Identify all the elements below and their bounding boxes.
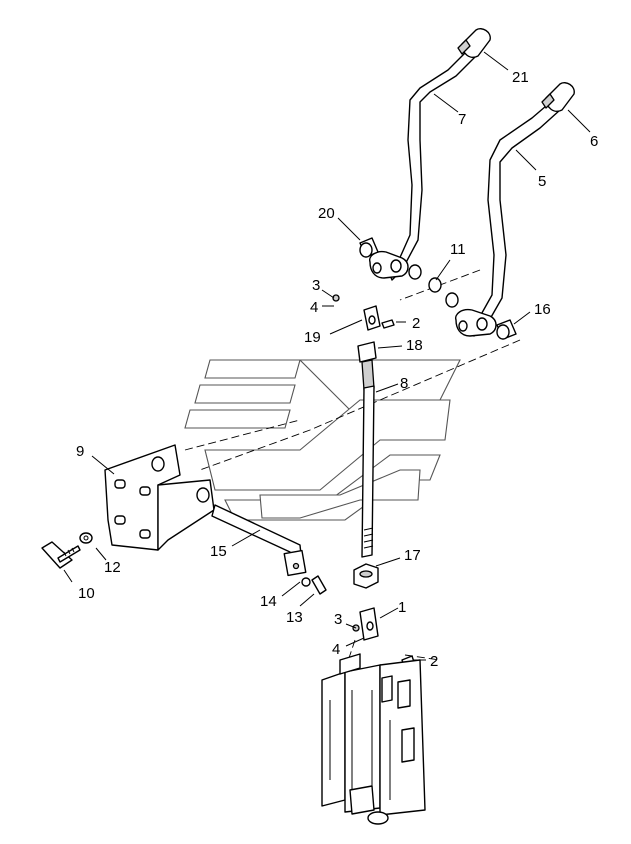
callout-5: 5 <box>538 173 546 190</box>
callout-2-upper: 2 <box>412 315 420 332</box>
callout-8: 8 <box>400 375 408 392</box>
bolt-10 <box>41 541 81 569</box>
callout-7: 7 <box>458 111 466 128</box>
knob-6 <box>541 82 575 112</box>
watermark-logo <box>184 359 461 521</box>
callout-18: 18 <box>406 337 423 354</box>
bracket-9 <box>104 444 215 551</box>
callout-10: 10 <box>78 585 95 602</box>
callout-3-lower: 3 <box>334 611 342 628</box>
callout-3-upper: 3 <box>312 277 320 294</box>
callout-15: 15 <box>210 543 227 560</box>
callout-19: 19 <box>304 329 321 346</box>
callout-2-lower: 2 <box>430 653 438 670</box>
callout-9: 9 <box>76 443 84 460</box>
callout-12: 12 <box>104 559 121 576</box>
callout-17: 17 <box>404 547 421 564</box>
bushing-20 <box>359 237 379 258</box>
callout-21: 21 <box>512 69 529 86</box>
threaded-rod-8 <box>361 385 375 558</box>
callout-1: 1 <box>398 599 406 616</box>
callout-14: 14 <box>260 593 277 610</box>
bushing-16 <box>496 319 517 340</box>
linkage-arm-15 <box>211 504 307 577</box>
control-lever-7 <box>369 47 477 281</box>
callout-6: 6 <box>590 133 598 150</box>
washer-12 <box>79 532 93 544</box>
control-valve <box>321 653 426 825</box>
callout-16: 16 <box>534 301 551 318</box>
rod-end-18 <box>357 341 377 391</box>
callout-13: 13 <box>286 609 303 626</box>
callout-4-upper: 4 <box>310 299 318 316</box>
callout-4-lower: 4 <box>332 641 340 658</box>
leader-lines <box>63 51 591 661</box>
control-lever-5 <box>455 99 561 337</box>
bolt-13 <box>301 575 327 595</box>
clevis-1 <box>352 607 415 667</box>
knob-21 <box>457 28 491 58</box>
clevis-19 <box>332 294 395 331</box>
callout-11: 11 <box>450 241 466 258</box>
bushing-11 <box>408 264 459 308</box>
nut-17 <box>353 563 379 589</box>
callout-20: 20 <box>318 205 335 222</box>
callout-labels: 21 7 6 5 20 11 3 4 2 19 16 18 8 9 15 12 … <box>76 69 598 670</box>
